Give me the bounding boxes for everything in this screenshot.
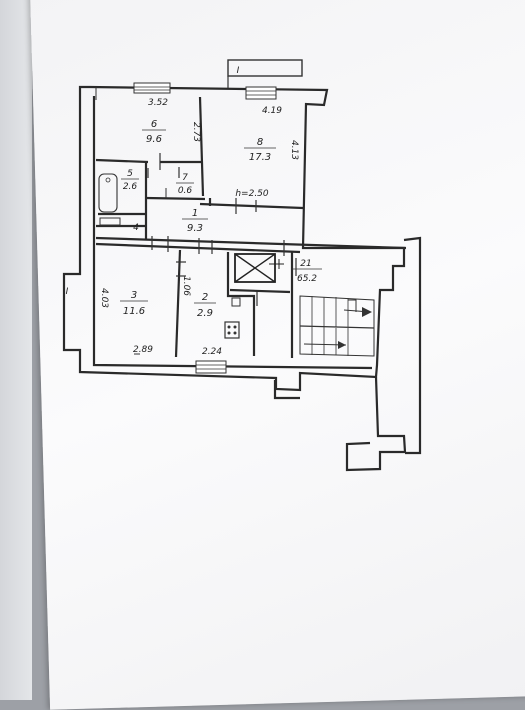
room-6-number: 6 bbox=[151, 119, 157, 130]
dimension-1-06: 1.06 bbox=[181, 276, 191, 296]
room-7-area: 0.6 bbox=[178, 186, 193, 196]
ventilation-shaft bbox=[234, 253, 284, 283]
dimension-4-19: 4.19 bbox=[262, 106, 282, 116]
room-1-number: 1 bbox=[192, 208, 198, 219]
interior-walls bbox=[95, 96, 407, 358]
room-6-area: 9.6 bbox=[146, 134, 162, 145]
dimension-2-73: 2.73 bbox=[191, 122, 201, 142]
dimension-3-52: 3.52 bbox=[148, 98, 168, 108]
outer-walls bbox=[62, 85, 422, 472]
section-mark-top: I bbox=[237, 66, 240, 76]
dimension-4-13: 4.13 bbox=[289, 140, 299, 160]
dimension-4-03: 4.03 bbox=[99, 288, 109, 308]
dimension-2-24: 2.24 bbox=[202, 347, 222, 357]
room-8-number: 8 bbox=[257, 137, 263, 148]
room-1-area: 9.3 bbox=[187, 223, 203, 234]
background-page-edge bbox=[0, 0, 32, 700]
section-mark-left: I bbox=[66, 287, 69, 297]
staircase bbox=[299, 295, 375, 357]
top-windows bbox=[133, 59, 303, 374]
room-8-area: 17.3 bbox=[249, 152, 271, 163]
room-21-area: 65.2 bbox=[297, 274, 317, 284]
ceiling-height-label: h=2.50 bbox=[235, 189, 269, 199]
room-5-area: 2.6 bbox=[123, 182, 138, 192]
room-7-number: 7 bbox=[182, 173, 188, 183]
door-marks bbox=[95, 87, 297, 355]
dimension-2-89: 2.89 bbox=[133, 345, 153, 355]
room-3-area: 11.6 bbox=[123, 306, 145, 317]
room-2-area: 2.9 bbox=[197, 308, 213, 319]
room-21-number: 21 bbox=[300, 259, 311, 269]
room-labels: 6 9.6 8 17.3 5 2.6 7 0.6 1 9.3 3 11.6 2 … bbox=[120, 119, 322, 319]
room-3-number: 3 bbox=[131, 290, 137, 301]
bathroom-fixtures bbox=[98, 173, 241, 339]
room-4-number: 4 bbox=[133, 223, 139, 233]
room-2-number: 2 bbox=[202, 292, 208, 303]
dimension-labels: 3.52 4.19 2.73 4.13 h=2.50 4.03 1.06 2.8… bbox=[99, 98, 299, 357]
room-5-number: 5 bbox=[127, 169, 133, 179]
section-marks: I I bbox=[66, 66, 240, 297]
